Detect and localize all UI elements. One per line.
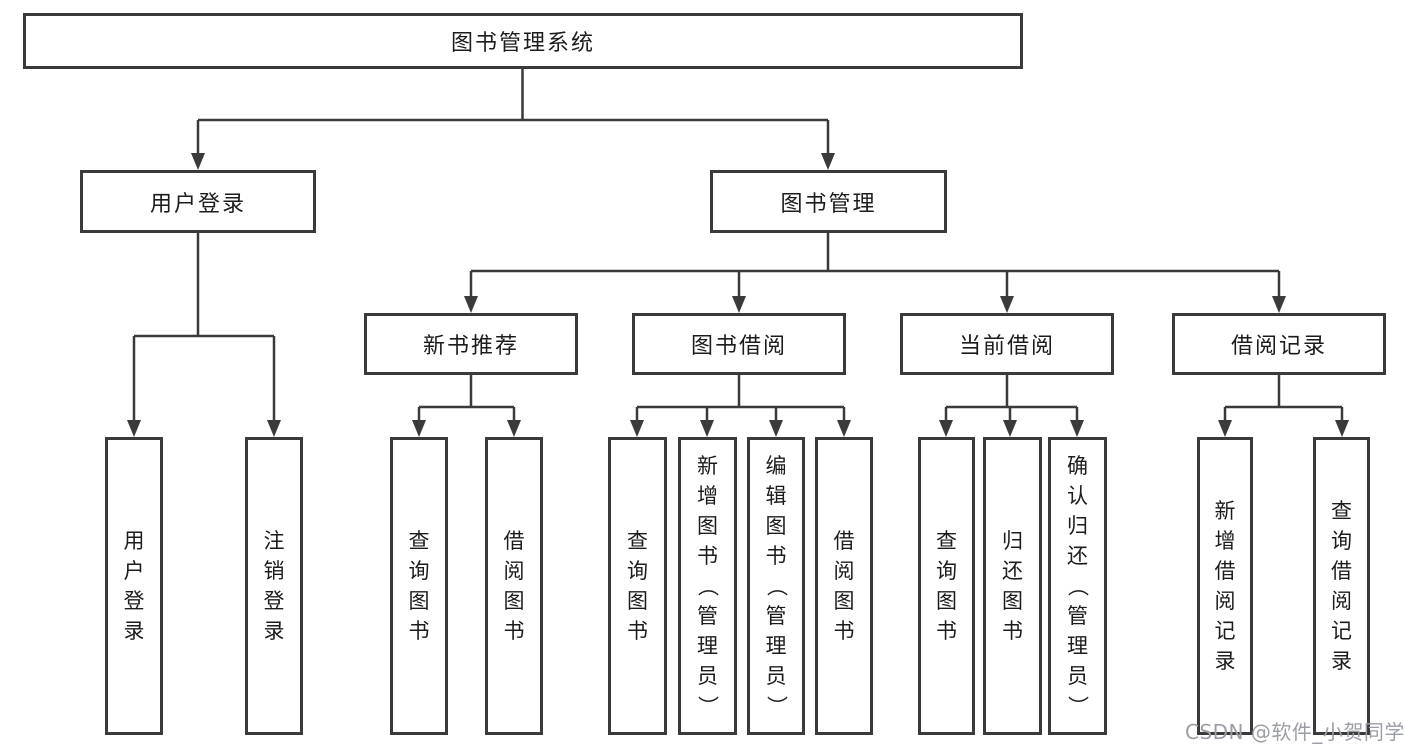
node-current-borrow: 当前借阅 <box>900 313 1114 375</box>
connector-bookmgmt-to-level3 <box>469 233 1281 298</box>
node-leaf-query-borrow-record: 查询借阅记录 <box>1313 437 1370 735</box>
node-leaf-edit-books-admin: 编辑图书（管理员） <box>747 437 805 735</box>
node-leaf-borrow-books-borrow: 借阅图书 <box>815 437 873 735</box>
arrowhead <box>1070 420 1084 437</box>
node-leaf-query-books-borrow: 查询图书 <box>608 437 667 735</box>
arrowhead <box>837 420 851 437</box>
arrowhead <box>127 420 141 437</box>
node-leaf-confirm-return-admin: 确认归还（管理员） <box>1048 437 1107 735</box>
node-new-book-recommend: 新书推荐 <box>364 313 578 375</box>
node-leaf-borrow-books-recommend-label: 借阅图书 <box>503 528 525 643</box>
node-leaf-query-books-borrow-label: 查询图书 <box>627 528 648 643</box>
node-user-login: 用户登录 <box>80 170 316 233</box>
node-leaf-borrow-books-borrow-label: 借阅图书 <box>833 528 855 643</box>
node-leaf-borrow-books-recommend: 借阅图书 <box>485 437 543 735</box>
node-leaf-query-books-recommend: 查询图书 <box>390 437 448 735</box>
node-book-management-label: 图书管理 <box>780 191 877 217</box>
arrowhead <box>464 296 478 313</box>
connector-borrow-to-leaves <box>635 375 846 423</box>
node-leaf-add-books-admin: 新增图书（管理员） <box>678 437 737 735</box>
arrowhead <box>507 420 521 437</box>
node-leaf-return-books-label: 归还图书 <box>1002 528 1023 643</box>
node-leaf-edit-books-admin-label: 编辑图书（管理员） <box>764 453 789 717</box>
arrowhead <box>630 420 644 437</box>
arrowhead <box>939 420 953 437</box>
connector-userlogin-to-leaves <box>132 233 276 423</box>
arrowhead <box>412 420 426 437</box>
node-leaf-query-borrow-record-label: 查询借阅记录 <box>1331 498 1352 673</box>
arrowhead <box>267 420 281 437</box>
connector-records-to-leaves <box>1223 375 1344 423</box>
node-user-login-label: 用户登录 <box>149 191 246 217</box>
node-leaf-query-books-recommend-label: 查询图书 <box>408 528 430 643</box>
node-root-label: 图书管理系统 <box>450 31 595 56</box>
node-leaf-return-books: 归还图书 <box>983 437 1042 735</box>
node-leaf-user-login: 用户登录 <box>105 437 163 735</box>
arrowhead <box>1000 296 1014 313</box>
node-book-management: 图书管理 <box>710 170 947 233</box>
node-leaf-logout-label: 注销登录 <box>263 528 285 643</box>
node-leaf-confirm-return-admin-label: 确认归还（管理员） <box>1066 453 1090 717</box>
arrowheads <box>127 153 1349 437</box>
arrowhead <box>191 153 205 170</box>
node-borrow-records-label: 借阅记录 <box>1230 334 1327 359</box>
node-root: 图书管理系统 <box>23 13 1023 69</box>
node-leaf-query-books-current: 查询图书 <box>918 437 975 735</box>
connector-root-to-level2 <box>196 69 830 155</box>
node-new-book-recommend-label: 新书推荐 <box>422 334 519 359</box>
node-book-borrow-label: 图书借阅 <box>690 334 787 359</box>
arrowhead <box>1272 296 1286 313</box>
node-leaf-add-borrow-record: 新增借阅记录 <box>1197 437 1253 735</box>
arrowhead <box>821 153 835 170</box>
node-current-borrow-label: 当前借阅 <box>958 334 1055 359</box>
arrowhead <box>1003 420 1017 437</box>
connector-recommend-to-leaves <box>417 375 516 423</box>
arrowhead <box>732 296 746 313</box>
connector-current-to-leaves <box>944 375 1079 423</box>
node-book-borrow: 图书借阅 <box>632 313 846 375</box>
node-borrow-records: 借阅记录 <box>1172 313 1386 375</box>
arrowhead <box>700 420 714 437</box>
node-leaf-add-borrow-record-label: 新增借阅记录 <box>1214 498 1236 673</box>
node-leaf-add-books-admin-label: 新增图书（管理员） <box>696 453 720 717</box>
csdn-watermark: CSDN @软件_小贺同学 <box>1185 720 1405 744</box>
node-leaf-logout: 注销登录 <box>245 437 303 735</box>
node-leaf-query-books-current-label: 查询图书 <box>936 528 957 643</box>
arrowhead <box>1335 420 1349 437</box>
arrowhead <box>769 420 783 437</box>
node-leaf-user-login-label: 用户登录 <box>123 528 145 643</box>
arrowhead <box>1218 420 1232 437</box>
